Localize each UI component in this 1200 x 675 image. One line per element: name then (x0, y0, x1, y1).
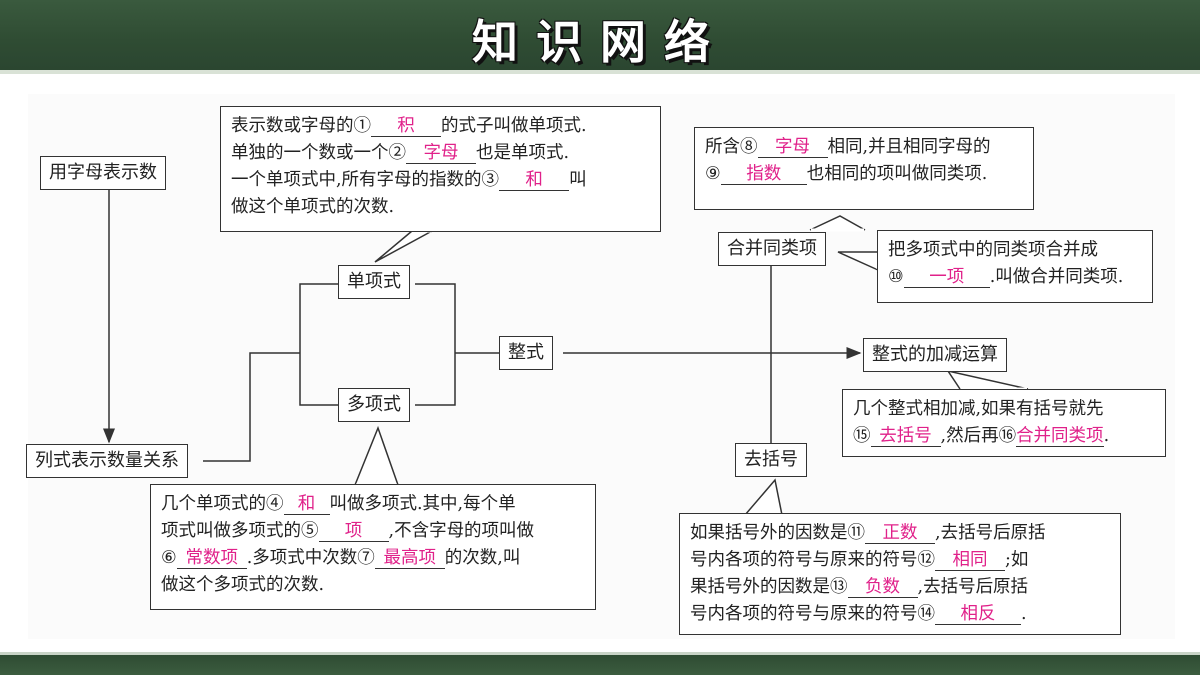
text: . (1103, 426, 1110, 446)
text: 一个单项式中,所有字母的指数的③ (231, 170, 500, 190)
header-bar (0, 0, 1200, 74)
text: . (1021, 604, 1027, 624)
node-remove-brackets: 去括号 (735, 443, 807, 477)
text: 的式子叫做单项式. (441, 116, 587, 136)
text: ,然后再⑯ (940, 426, 1017, 446)
text: 相同,并且相同字母的 (827, 137, 991, 157)
footer-bar (0, 655, 1200, 675)
text: ⑩ (888, 267, 904, 287)
answer-8: 字母 (757, 137, 828, 158)
text: 叫 (569, 170, 587, 190)
text: 把多项式中的同类项合并成 (888, 240, 1098, 260)
text: 几个整式相加减,如果有括号就先 (853, 399, 1104, 419)
node-list-relations: 列式表示数量关系 (26, 444, 188, 478)
answer-2: 字母 (406, 143, 476, 164)
answer-6: 常数项 (176, 548, 247, 569)
text: ⑥ (161, 548, 177, 568)
answer-7: 最高项 (374, 548, 445, 569)
text: 做这个多项式的次数. (161, 575, 325, 595)
answer-1: 积 (371, 116, 441, 137)
node-integral: 整式 (499, 336, 553, 370)
node-combine-like-terms: 合并同类项 (718, 232, 826, 266)
text: 号内各项的符号与原来的符号⑫ (690, 550, 935, 570)
answer-12: 相同 (935, 550, 1005, 571)
text: ,去括号后原括 (935, 523, 1046, 543)
answer-4: 和 (283, 494, 330, 515)
text: ⑮ (853, 426, 871, 446)
header-divider (0, 70, 1200, 74)
text: 也是单项式. (476, 143, 570, 163)
node-polynomial: 多项式 (338, 388, 410, 422)
text: 表示数或字母的① (231, 116, 371, 136)
text: .多项式中次数⑦ (246, 548, 375, 568)
text: 的次数,叫 (444, 548, 521, 568)
text: ;如 (1005, 550, 1029, 570)
answer-3: 和 (499, 170, 570, 191)
text: 号内各项的符号与原来的符号⑭ (690, 604, 935, 624)
text: 单独的一个数或一个② (231, 143, 406, 163)
text: ,不含字母的项叫做 (388, 521, 535, 541)
text: .叫做合并同类项. (989, 267, 1124, 287)
text: 果括号外的因数是⑬ (690, 577, 848, 597)
answer-11: 正数 (865, 523, 935, 544)
text: 做这个单项式的次数. (231, 197, 395, 217)
page-title: 知识网络 (472, 15, 728, 69)
text: 也相同的项叫做同类项. (806, 164, 988, 184)
text: 几个单项式的④ (161, 494, 284, 514)
answer-16: 合并同类项 (1016, 426, 1104, 447)
text: 叫做多项式.其中,每个单 (329, 494, 516, 514)
text: 如果括号外的因数是⑪ (690, 523, 865, 543)
node-add-subtract: 整式的加减运算 (863, 338, 1007, 372)
answer-15: 去括号 (870, 426, 941, 447)
node-represent-numbers: 用字母表示数 (40, 156, 166, 190)
answer-5: 项 (318, 521, 389, 542)
answer-10: 一项 (903, 267, 990, 288)
node-monomial: 单项式 (338, 265, 410, 299)
text: ,去括号后原括 (917, 577, 1029, 597)
answer-9: 指数 (720, 164, 807, 185)
footer-divider (0, 652, 1200, 655)
text: ⑨ (705, 164, 721, 184)
text: 项式叫做多项式的⑤ (161, 521, 319, 541)
answer-13: 负数 (847, 577, 918, 598)
text: 所含⑧ (705, 137, 758, 157)
answer-14: 相反 (935, 604, 1021, 625)
